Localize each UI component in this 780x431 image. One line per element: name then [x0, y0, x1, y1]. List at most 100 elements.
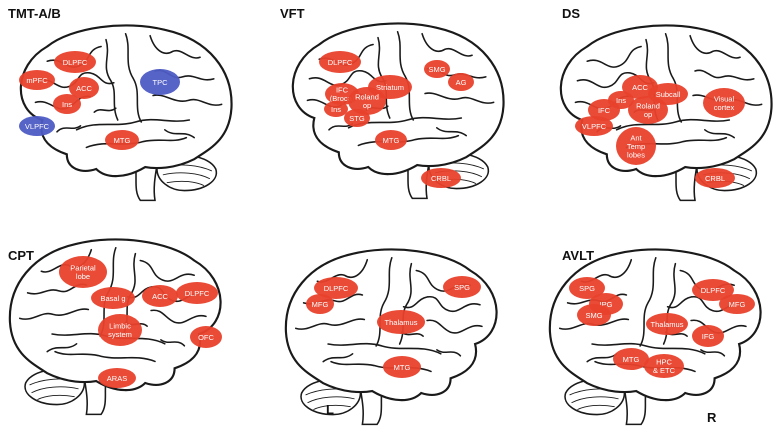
region-label: IFG — [702, 332, 715, 341]
gyrus-line — [436, 127, 467, 137]
region-label: VLPFC — [582, 122, 607, 131]
gyrus-line — [591, 342, 706, 355]
brainstem — [406, 161, 430, 200]
region-marker: SMG — [424, 60, 450, 78]
region-ellipse — [644, 354, 684, 378]
region-marker: MFG — [719, 294, 755, 314]
gyrus-line — [322, 353, 354, 363]
region-ellipse — [695, 168, 735, 188]
region-label: MTG — [623, 355, 640, 364]
region-ellipse — [383, 356, 421, 378]
region-label: CRBL — [431, 174, 451, 183]
panel-title: CPT — [8, 248, 34, 263]
gyrus-line — [375, 256, 393, 347]
region-marker: CRBL — [695, 168, 735, 188]
brainstem — [674, 163, 698, 202]
region-ellipse — [324, 101, 348, 117]
region-label: MFG — [312, 300, 329, 309]
gyrus-line — [694, 69, 755, 81]
gyrus-line — [75, 118, 191, 131]
region-label: IFC — [336, 86, 349, 95]
gyrus-line — [149, 34, 201, 59]
region-label: Subcall — [656, 90, 681, 99]
region-ellipse — [105, 130, 139, 150]
gyrus-line — [436, 349, 462, 357]
region-label: MTG — [383, 136, 400, 145]
region-ellipse — [69, 77, 99, 99]
region-label: DLPFC — [701, 286, 726, 295]
region-ellipse — [588, 99, 620, 121]
brainstem — [359, 387, 383, 426]
cerebellum-fold — [166, 180, 205, 187]
region-ellipse — [142, 285, 178, 307]
region-ellipse — [19, 70, 55, 90]
region-marker: SMG — [577, 304, 611, 326]
cerebellum-fold — [571, 396, 619, 404]
region-label: TPC — [153, 78, 169, 87]
cerebellum-fold — [307, 396, 355, 404]
region-marker: SPG — [443, 276, 481, 298]
region-label: ARAS — [107, 374, 127, 383]
region-ellipse — [314, 277, 358, 299]
gyrus-line — [357, 134, 460, 147]
region-marker: VLPFC — [575, 116, 613, 136]
region-ellipse — [569, 277, 605, 299]
cerebellum-fold — [162, 172, 211, 180]
region-label: & ETC — [653, 366, 676, 375]
gyrus-line — [689, 34, 741, 59]
region-ellipse — [344, 109, 370, 127]
region-ellipse — [613, 348, 649, 370]
gyrus-line — [426, 319, 483, 334]
region-marker: DLPFC — [319, 51, 361, 73]
region-marker: DLPFC — [692, 279, 734, 301]
region-marker: AG — [448, 73, 474, 91]
region-label: mPFC — [26, 76, 48, 85]
gyrus-line — [152, 94, 223, 106]
region-marker: Thalamus — [377, 310, 425, 334]
region-ellipse — [54, 51, 96, 73]
region-ellipse — [692, 325, 724, 347]
brain-illustration — [19, 24, 233, 202]
brainstem — [83, 377, 107, 416]
hemisphere-label-left: L — [326, 402, 334, 417]
region-ellipse — [377, 310, 425, 334]
region-label: SMG — [428, 65, 445, 74]
gyrus-line — [139, 259, 195, 282]
region-ellipse — [616, 127, 656, 165]
gyrus-line — [294, 318, 366, 330]
region-marker: MTG — [105, 130, 139, 150]
region-label: Thalamus — [651, 320, 684, 329]
region-label: IFC — [598, 106, 611, 115]
brain-illustration — [284, 248, 498, 426]
region-marker: CRBL — [421, 168, 461, 188]
region-marker: MTG — [375, 130, 407, 150]
region-label: Limbic — [109, 322, 131, 331]
region-ellipse — [140, 69, 180, 95]
brainstem — [623, 387, 647, 426]
region-label: HPC — [656, 358, 672, 367]
region-ellipse — [692, 279, 734, 301]
region-label: STG — [349, 114, 365, 123]
region-ellipse — [628, 96, 668, 124]
region-ellipse — [577, 304, 611, 326]
panel-title: AVLT — [562, 248, 594, 263]
region-ellipse — [190, 326, 222, 348]
region-ellipse — [176, 282, 218, 304]
region-label: lobes — [627, 150, 645, 159]
gyrus-line — [327, 342, 442, 355]
region-ellipse — [719, 294, 755, 314]
region-marker: MTG — [613, 348, 649, 370]
region-label: AG — [456, 78, 467, 87]
gyrus-line — [396, 30, 415, 121]
region-ellipse — [348, 87, 386, 115]
gyrus-line — [704, 129, 735, 139]
region-label: op — [363, 101, 371, 110]
hemisphere-label-right: R — [707, 410, 717, 425]
